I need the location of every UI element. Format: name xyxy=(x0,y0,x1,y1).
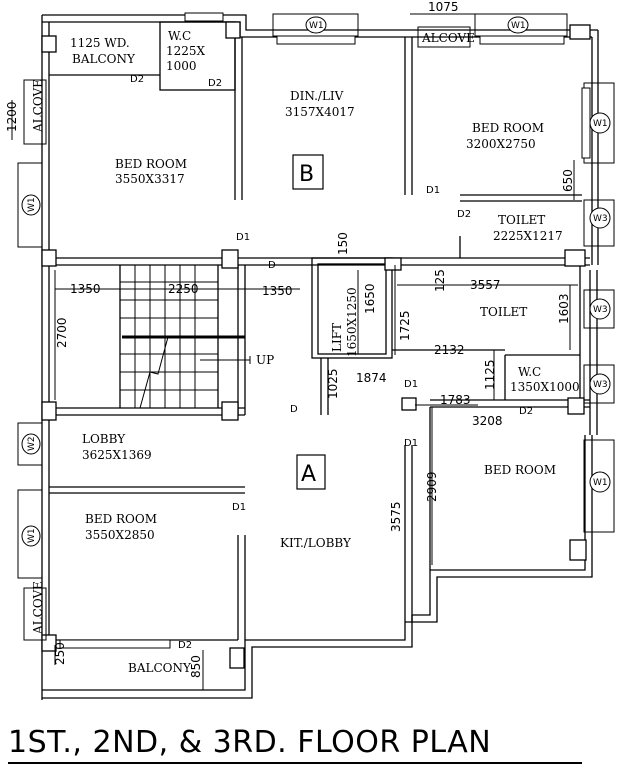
door-d-b: D xyxy=(290,404,298,415)
w3-right-b: W3 xyxy=(593,305,608,315)
dimension-labels: 1075 1200 650 150 125 1350 2250 1350 355… xyxy=(5,0,575,678)
alcove-left-top-label: ALCOVE xyxy=(31,79,45,133)
dim-1075: 1075 xyxy=(428,0,459,14)
dim-650: 650 xyxy=(561,169,575,192)
lift-label-1: LIFT xyxy=(330,323,344,352)
dim-2132: 2132 xyxy=(434,343,465,357)
door-d1-e: D1 xyxy=(232,502,246,513)
din-liv-label-2: 3157X4017 xyxy=(285,105,355,119)
dim-2250: 2250 xyxy=(168,282,199,296)
dim-3208: 3208 xyxy=(472,414,503,428)
door-d2-d: D2 xyxy=(519,406,533,417)
block-markers xyxy=(292,154,326,490)
bed-bottom-left-label-2: 3550X2850 xyxy=(85,528,155,542)
room-labels: 1125 WD. BALCONY W.C 1225X 1000 BED ROOM… xyxy=(70,29,580,675)
dim-850: 850 xyxy=(189,655,203,678)
door-d1-b: D1 xyxy=(236,232,250,243)
door-d2-c: D2 xyxy=(457,209,471,220)
bed-bottom-right-label: BED ROOM xyxy=(484,463,556,477)
dim-1350-b: 1350 xyxy=(262,284,293,298)
bed-top-left-label-2: 3550X3317 xyxy=(115,172,185,186)
dim-3557: 3557 xyxy=(470,278,501,292)
dim-1650: 1650 xyxy=(363,283,377,314)
din-liv-label-1: DIN./LIV xyxy=(290,89,344,103)
wc-top-label-3: 1000 xyxy=(166,59,197,73)
balcony-top-label-1: 1125 WD. xyxy=(70,36,130,50)
dim-1025: 1025 xyxy=(326,368,340,399)
w3-right-a: W3 xyxy=(593,214,608,224)
dim-2700: 2700 xyxy=(55,317,69,348)
lobby-label-1: LOBBY xyxy=(82,432,126,446)
door-d1-d: D1 xyxy=(404,438,418,449)
dim-1783: 1783 xyxy=(440,393,471,407)
block-a-label: A xyxy=(301,462,316,487)
w3-right-c: W3 xyxy=(593,380,608,390)
w1-right-a: W1 xyxy=(593,119,608,129)
lobby-label-2: 3625X1369 xyxy=(82,448,152,462)
w1-top-a: W1 xyxy=(309,21,324,31)
dimension-lines xyxy=(11,13,578,690)
toilet-mid-label: TOILET xyxy=(480,305,527,319)
wc-top-label-2: 1225X xyxy=(166,44,206,58)
bed-top-right-label-2: 3200X2750 xyxy=(466,137,536,151)
w2-left: W2 xyxy=(27,436,37,451)
stair-up-label: UP xyxy=(256,353,274,367)
dim-1125: 1125 xyxy=(483,359,497,390)
w1-left-a: W1 xyxy=(27,197,37,212)
toilet-top-label-2: 2225X1217 xyxy=(493,229,563,243)
bed-top-right-label-1: BED ROOM xyxy=(472,121,544,135)
door-d-a: D xyxy=(268,260,276,271)
dim-250: 250 xyxy=(53,642,67,665)
door-d1-a: D1 xyxy=(426,185,440,196)
door-d1-c: D1 xyxy=(404,379,418,390)
alcove-top-label: ALCOVE xyxy=(421,31,475,45)
plan-title: 1ST., 2ND, & 3RD. FLOOR PLAN xyxy=(8,725,491,760)
lift-label-2: 1650X1250 xyxy=(345,287,359,357)
balcony-top-label-2: BALCONY xyxy=(72,52,136,66)
toilet-top-label-1: TOILET xyxy=(498,213,545,227)
walls xyxy=(41,14,599,700)
window-tags xyxy=(21,16,611,547)
wc-mid-label-1: W.C xyxy=(518,365,541,379)
w1-right-b: W1 xyxy=(593,478,608,488)
dim-2909: 2909 xyxy=(425,471,439,502)
dim-125: 125 xyxy=(433,269,447,292)
w1-top-b: W1 xyxy=(511,21,526,31)
kit-lobby-label: KIT./LOBBY xyxy=(280,536,352,550)
columns xyxy=(41,21,591,669)
windows xyxy=(17,12,615,649)
dim-1603: 1603 xyxy=(557,293,571,324)
door-labels: D2 D2 D1 D2 D1 D D1 D D2 D1 D1 D2 xyxy=(130,74,533,651)
wc-top-label-1: W.C xyxy=(168,29,191,43)
bed-top-left-label-1: BED ROOM xyxy=(115,157,187,171)
door-d2-e: D2 xyxy=(178,640,192,651)
bed-bottom-left-label-1: BED ROOM xyxy=(85,512,157,526)
dim-1874: 1874 xyxy=(356,371,387,385)
window-labels: W1 W1 W1 W3 W3 W3 W1 W1 W2 W1 xyxy=(27,21,608,543)
block-b-label: B xyxy=(299,162,314,187)
door-d2-a: D2 xyxy=(130,74,144,85)
dim-1350-a: 1350 xyxy=(70,282,101,296)
alcove-left-bottom-label: ALCOVE xyxy=(31,581,45,635)
dim-1200: 1200 xyxy=(5,101,19,132)
dim-150: 150 xyxy=(336,232,350,255)
w1-left-b: W1 xyxy=(27,528,37,543)
door-d2-b: D2 xyxy=(208,78,222,89)
wc-mid-label-2: 1350X1000 xyxy=(510,380,580,394)
dim-3575: 3575 xyxy=(389,501,403,532)
balcony-bottom-label: BALCONY xyxy=(128,661,192,675)
dim-1725: 1725 xyxy=(398,310,412,341)
